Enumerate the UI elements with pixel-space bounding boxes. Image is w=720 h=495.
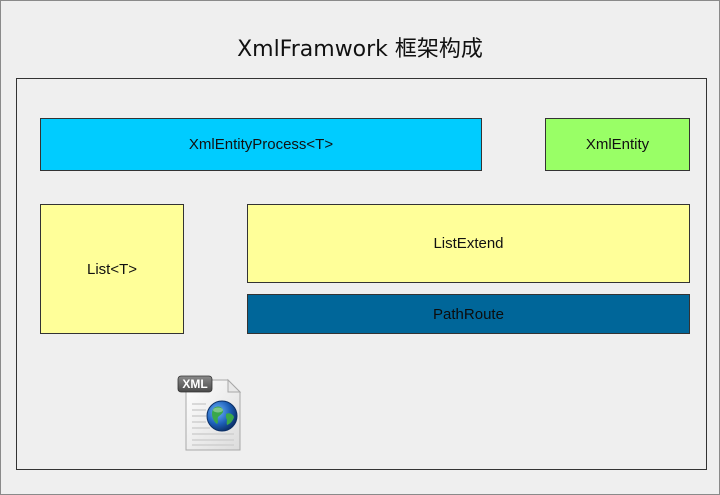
diagram-title: XmlFramwork 框架构成 [237,37,483,62]
path-route-box: PathRoute [247,294,690,334]
xml-tag-label: XML [182,377,207,391]
xml-entity-process-label: XmlEntityProcess<T> [188,136,334,153]
list-label: List<T> [86,260,138,278]
path-route-label: PathRoute [433,305,504,323]
list-extend-label: ListExtend [433,235,504,252]
list-extend-box: ListExtend [247,204,690,283]
xml-file-globe-icon: XML [176,372,246,454]
xml-entity-label: XmlEntity [585,136,650,153]
xml-entity-box: XmlEntity [545,118,690,171]
xml-entity-process-box: XmlEntityProcess<T> [40,118,482,171]
list-box: List<T> [40,204,184,334]
